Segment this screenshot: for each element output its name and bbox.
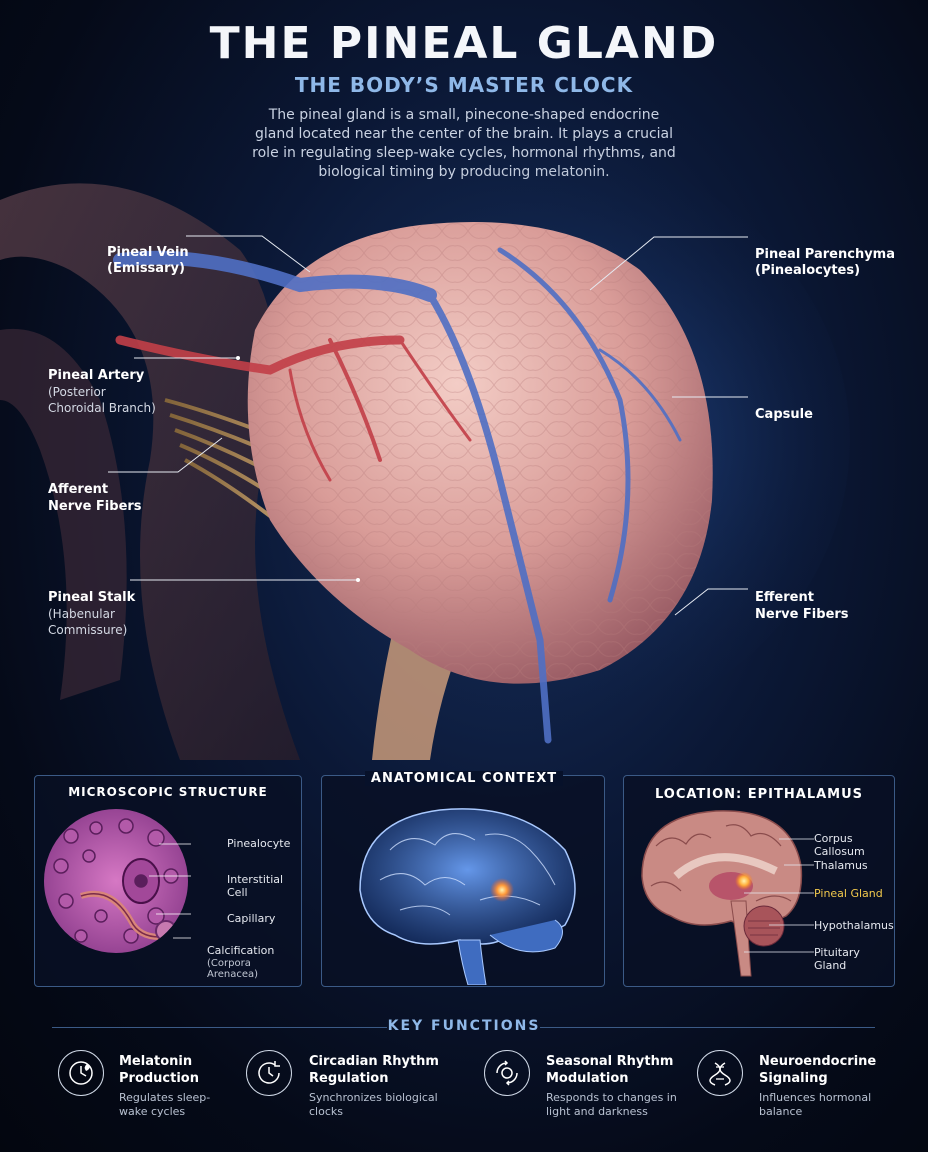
panel-anatomical-context: ANATOMICAL CONTEXT <box>321 771 605 987</box>
dna-signal-icon <box>697 1050 743 1096</box>
pineal-gland-illustration <box>0 140 850 761</box>
location-leader-lines <box>744 838 814 953</box>
label-afferent-title: Afferent Nerve Fibers <box>48 482 142 514</box>
function-desc-melatonin: Regulates sleep- wake cycles <box>119 1091 211 1118</box>
loc-label-pituitary: Pituitary Gland <box>814 946 860 972</box>
function-desc-seasonal: Responds to changes in light and darknes… <box>546 1091 677 1118</box>
pineal-highlight-spot <box>735 872 753 890</box>
label-efferent-fibers: Efferent Nerve Fibers <box>755 572 849 623</box>
pineal-vein <box>113 247 682 744</box>
label-pineal-stalk: Pineal Stalk (Habenular Commissure) <box>48 572 135 655</box>
loc-label-hypothalamus: Hypothalamus <box>814 919 894 932</box>
brain-tissue-fold <box>0 328 127 700</box>
panel-microscopic-structure: MICROSCOPIC STRUCTURE <box>34 775 302 987</box>
label-pineal-stalk-sub: (Habenular Commissure) <box>48 607 128 637</box>
function-desc-circadian: Synchronizes biological clocks <box>309 1091 438 1118</box>
leader-efferent <box>674 588 748 616</box>
micro-label-pinealocyte: Pinealocyte <box>227 837 291 850</box>
function-title-neuroendocrine: Neuroendocrine Signaling <box>759 1054 877 1086</box>
circadian-clock-icon <box>246 1050 292 1096</box>
label-pineal-parenchyma: Pineal Parenchyma (Pinealocytes) <box>755 229 895 296</box>
clock-moon-icon <box>58 1050 104 1096</box>
label-pineal-artery-title: Pineal Artery <box>48 368 145 383</box>
function-desc-neuroendocrine: Influences hormonal balance <box>759 1091 872 1118</box>
label-pineal-vein-title: Pineal Vein <box>107 245 189 260</box>
function-title-seasonal: Seasonal Rhythm Modulation <box>546 1054 674 1086</box>
label-capsule: Capsule <box>755 389 813 423</box>
micro-label-calcification-sub: (Corpora Arenacea) <box>207 958 259 980</box>
panel-location-title: LOCATION: EPITHALAMUS <box>654 787 864 802</box>
divider-right <box>540 1027 875 1028</box>
leader-vein <box>186 235 311 273</box>
sagittal-brain-illustration <box>641 810 803 977</box>
label-pineal-artery: Pineal Artery (Posterior Choroidal Branc… <box>48 350 156 433</box>
label-pineal-vein-sub: (Emissary) <box>107 261 185 276</box>
micro-label-capillary: Capillary <box>227 912 276 925</box>
key-functions-title: KEY FUNCTIONS <box>387 1018 541 1034</box>
glowing-brain-illustration <box>359 808 576 985</box>
histology-circle <box>44 809 191 953</box>
panel-context-title-wrap: ANATOMICAL CONTEXT <box>322 767 606 786</box>
loc-label-pineal-gland: Pineal Gland <box>814 887 883 900</box>
leader-parenchyma <box>589 236 748 291</box>
label-parenchyma-sub: (Pinealocytes) <box>755 263 861 278</box>
loc-label-corpus-callosum: Corpus Callosum <box>814 832 865 858</box>
panel-micro-title: MICROSCOPIC STRUCTURE <box>68 785 268 799</box>
leader-afferent <box>108 437 223 473</box>
panel-location-epithalamus: LOCATION: EPITHALAMUS <box>623 775 895 987</box>
seasonal-cycle-icon <box>484 1050 530 1096</box>
divider-left <box>52 1027 387 1028</box>
micro-label-interstitial: Interstitial Cell <box>227 873 284 899</box>
panel-context-title: ANATOMICAL CONTEXT <box>364 771 564 786</box>
function-title-melatonin: Melatonin Production <box>119 1054 199 1086</box>
loc-label-thalamus: Thalamus <box>814 859 868 872</box>
label-pineal-vein: Pineal Vein (Emissary) <box>107 227 189 294</box>
pineal-highlight-spot <box>490 878 514 902</box>
label-pineal-stalk-title: Pineal Stalk <box>48 590 136 605</box>
page-title: THE PINEAL GLAND <box>209 18 719 69</box>
label-parenchyma-title: Pineal Parenchyma <box>755 247 895 262</box>
label-capsule-title: Capsule <box>755 407 813 422</box>
function-title-circadian: Circadian Rhythm Regulation <box>309 1054 439 1086</box>
label-efferent-title: Efferent Nerve Fibers <box>755 590 849 622</box>
label-afferent-fibers: Afferent Nerve Fibers <box>48 464 142 515</box>
pineal-artery <box>115 335 472 482</box>
micro-label-calcification: Calcification <box>207 944 275 957</box>
label-pineal-artery-sub: (Posterior Choroidal Branch) <box>48 385 156 415</box>
page-subtitle: THE BODY’S MASTER CLOCK <box>294 73 634 97</box>
